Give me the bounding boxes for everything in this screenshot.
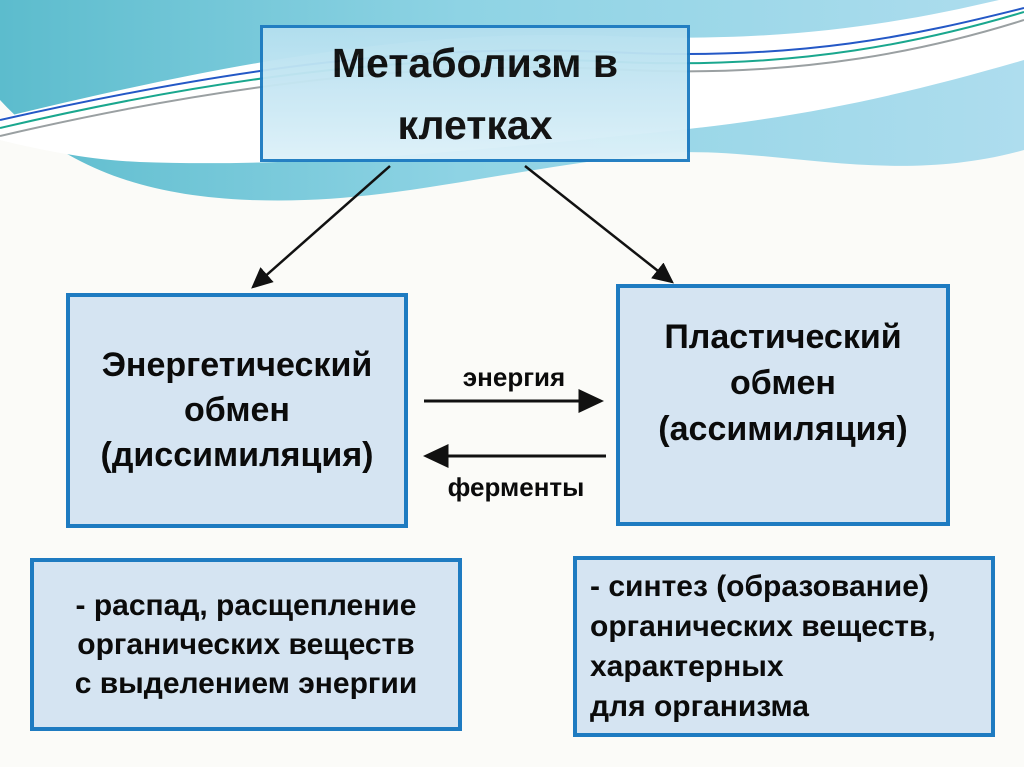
dissimilation-description-text: - распад, расщепление органических вещес…: [74, 589, 418, 700]
plastic-exchange-box: Пластический обмен (ассимиляция): [616, 284, 950, 526]
dissimilation-description-box: - распад, расщепление органических вещес…: [30, 558, 462, 731]
title-box: Метаболизм в клетках: [260, 25, 690, 162]
title-text: Метаболизм в клетках: [331, 39, 619, 148]
energy-exchange-box: Энергетический обмен (диссимиляция): [66, 293, 408, 528]
enzymes-arrow-label: ферменты: [447, 472, 585, 502]
energy-exchange-text: Энергетический обмен (диссимиляция): [100, 346, 374, 474]
assimilation-description-text: - синтез (образование) органических веще…: [590, 569, 936, 723]
plastic-exchange-text: Пластический обмен (ассимиляция): [658, 318, 908, 448]
assimilation-description-box: - синтез (образование) органических веще…: [573, 556, 995, 737]
energy-arrow-label: энергия: [462, 362, 566, 392]
